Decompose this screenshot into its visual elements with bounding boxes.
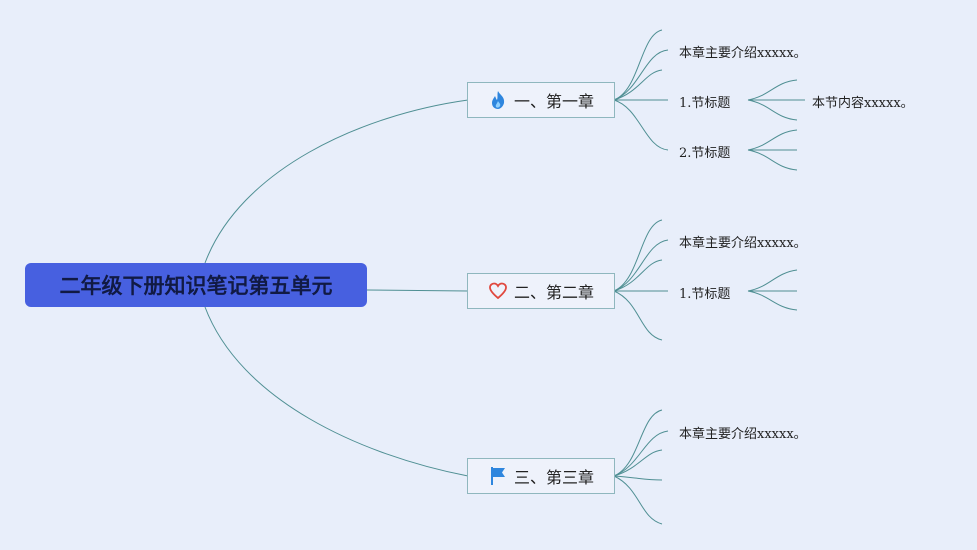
connector-ch1-b5 [613, 99, 669, 151]
chapter-1-section-2[interactable]: 2.节标题 [679, 146, 731, 161]
connector-ch2-b2 [613, 239, 669, 292]
chapter-3-label: 三、第三章 [513, 468, 594, 487]
root-topic-title: 二年级下册知识笔记第五单元 [59, 274, 333, 298]
connector-ch2-b1 [613, 219, 663, 292]
connector-s11-c [747, 99, 798, 121]
flag-icon [488, 466, 508, 486]
connector-ch3-b1 [613, 409, 663, 477]
chapter-2-section-1[interactable]: 1.节标题 [679, 287, 731, 302]
connector-ch3-b2 [613, 430, 669, 477]
connector-ch2-b3 [613, 259, 663, 292]
chapter-1-intro[interactable]: 本章主要介绍xxxxx。 [679, 46, 807, 61]
connector-s12-c [747, 149, 798, 171]
connector-s21-a [747, 269, 798, 292]
connector-root-ch3 [204, 306, 469, 477]
connector-ch1-b3 [613, 69, 663, 101]
flame-icon [488, 90, 508, 110]
chapter-2-label: 二、第二章 [513, 283, 594, 302]
connector-ch3-b5 [613, 475, 663, 525]
connector-s21-c [747, 290, 798, 311]
connector-ch3-b4 [613, 475, 663, 481]
connector-ch2-b5 [613, 290, 663, 341]
chapter-1-node[interactable]: 一、第一章 [467, 82, 615, 118]
chapter-1-section-1[interactable]: 1.节标题 [679, 96, 731, 111]
connector-ch3-b3 [613, 449, 663, 477]
chapter-3-node[interactable]: 三、第三章 [467, 458, 615, 494]
heart-icon [488, 281, 508, 301]
connector-root-ch1 [204, 99, 469, 264]
chapter-1-label: 一、第一章 [513, 92, 594, 111]
section-1-1-content[interactable]: 本节内容xxxxx。 [812, 96, 914, 111]
connector-s11-a [747, 79, 798, 101]
root-topic[interactable]: 二年级下册知识笔记第五单元 [25, 263, 367, 307]
connector-root-ch2 [366, 289, 469, 292]
chapter-3-intro[interactable]: 本章主要介绍xxxxx。 [679, 427, 807, 442]
chapter-2-intro[interactable]: 本章主要介绍xxxxx。 [679, 236, 807, 251]
connector-ch1-b2 [613, 49, 669, 101]
connector-s12-a [747, 129, 798, 151]
chapter-2-node[interactable]: 二、第二章 [467, 273, 615, 309]
connector-ch1-b1 [613, 29, 663, 101]
